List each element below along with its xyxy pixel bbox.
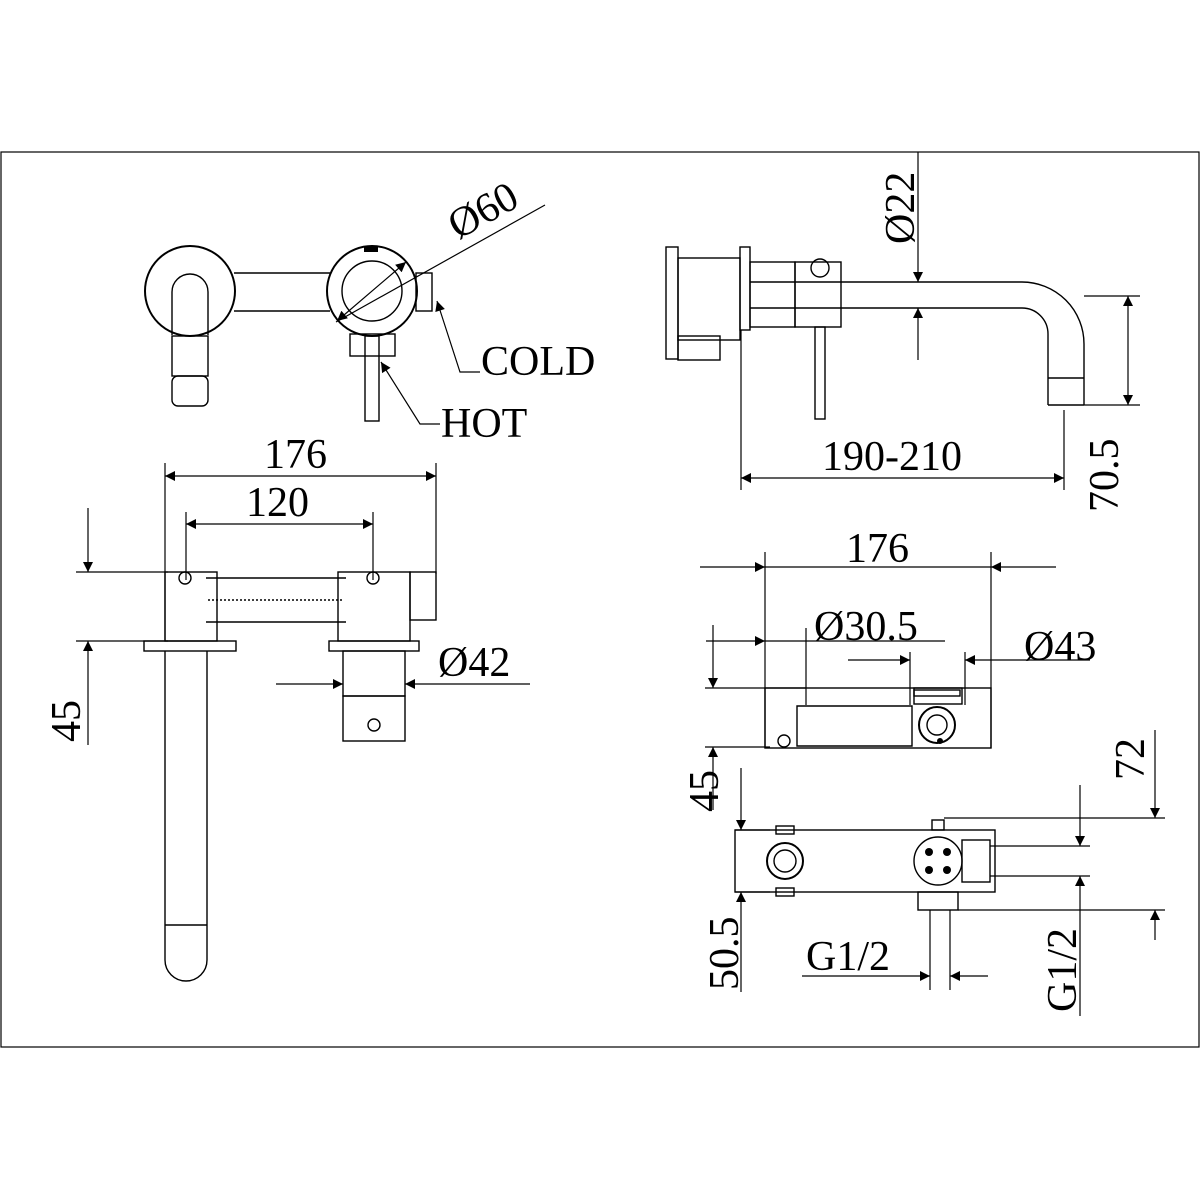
- height-72-label: 72: [1108, 738, 1154, 780]
- diameter-60-label: Ø60: [441, 173, 527, 248]
- diameter-42-label: Ø42: [438, 640, 510, 686]
- height-45-right-label: 45: [682, 770, 728, 812]
- g-half-side-label: G1/2: [1040, 928, 1086, 1012]
- height-70-5-label: 70.5: [1082, 439, 1128, 513]
- cold-label: COLD: [481, 339, 595, 385]
- top-view: 176 120 45 Ø42: [44, 432, 530, 982]
- reach-label: 190-210: [822, 434, 962, 480]
- height-45-left-label: 45: [44, 700, 90, 742]
- front-view: Ø60 COLD HOT: [144, 173, 595, 447]
- width-120-label: 120: [246, 480, 309, 526]
- height-50-5-label: 50.5: [702, 917, 748, 991]
- diameter-22-label: Ø22: [878, 172, 924, 244]
- diameter-30-5-label: Ø30.5: [814, 604, 918, 650]
- width-176-right-label: 176: [846, 526, 909, 572]
- width-176-top-label: 176: [264, 432, 327, 478]
- g-half-bottom-label: G1/2: [806, 934, 890, 980]
- side-view: Ø22 190-210 70.5: [665, 152, 1140, 513]
- hot-label: HOT: [441, 401, 527, 447]
- drawing-frame: [0, 151, 1200, 1048]
- diameter-43-label: Ø43: [1024, 624, 1096, 670]
- valve-body-views: 176 Ø30.5 Ø43 45: [682, 526, 1165, 1016]
